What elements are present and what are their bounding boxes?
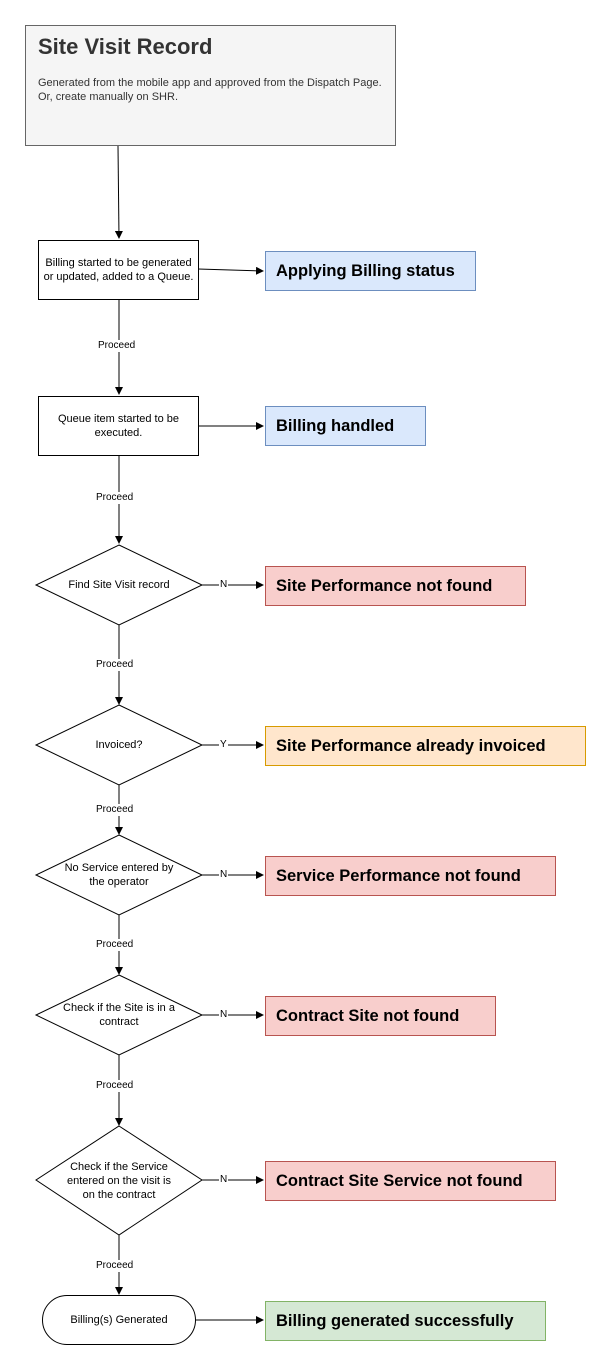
- step-check-service-contract: Check if the Service entered on the visi…: [67, 1161, 171, 1201]
- edge-label-proceed: Proceed: [95, 804, 135, 816]
- edge-label-proceed: Proceed: [95, 492, 135, 504]
- step-no-service: No Service entered by the operator: [64, 862, 174, 888]
- step-billing-started: Billing started to be generated or updat…: [38, 240, 199, 300]
- decision-check-site-contract: [34, 974, 204, 1056]
- edge-label-yes: Y: [219, 739, 228, 751]
- edge-label-no: N: [219, 579, 229, 591]
- edge-label-proceed: Proceed: [95, 939, 135, 951]
- decision-no-service: [34, 834, 204, 916]
- edge-label-proceed: Proceed: [95, 1260, 135, 1272]
- edge-billing-to-applying: [197, 266, 264, 275]
- step-find-site-visit: Find Site Visit record: [68, 579, 170, 591]
- status-billing-generated-successfully: Billing generated successfully: [265, 1301, 546, 1341]
- status-already-invoiced: Site Performance already invoiced: [265, 726, 586, 766]
- status-service-performance-not-found: Service Performance not found: [265, 856, 556, 896]
- edge-label-proceed: Proceed: [95, 659, 135, 671]
- card-title: Site Visit Record: [38, 34, 213, 59]
- decision-check-service-contract: [35, 1125, 203, 1236]
- step-billing-generated: Billing(s) Generated: [42, 1295, 196, 1345]
- decision-invoiced: [34, 704, 204, 786]
- step-invoiced: Invoiced?: [95, 739, 143, 751]
- status-contract-site-not-found: Contract Site not found: [265, 996, 496, 1036]
- edge-label-no: N: [219, 869, 229, 881]
- edge-label-no: N: [219, 1009, 229, 1021]
- edge-label-no: N: [219, 1174, 229, 1186]
- card-description: Generated from the mobile app and approv…: [38, 77, 382, 103]
- edge-header-to-billing: [114, 145, 123, 239]
- status-billing-handled: Billing handled: [265, 406, 426, 446]
- status-site-performance-not-found: Site Performance not found: [265, 566, 526, 606]
- site-visit-record-card: Site Visit Record Generated from the mob…: [25, 25, 396, 146]
- step-queue-item: Queue item started to be executed.: [38, 396, 199, 456]
- status-applying-billing: Applying Billing status: [265, 251, 476, 291]
- decision-find-site-visit: [34, 544, 204, 626]
- status-contract-site-service-not-found: Contract Site Service not found: [265, 1161, 556, 1201]
- edge-label-proceed: Proceed: [97, 340, 137, 352]
- edge-label-proceed: Proceed: [95, 1080, 135, 1092]
- step-check-site-contract: Check if the Site is in a contract: [63, 1002, 175, 1028]
